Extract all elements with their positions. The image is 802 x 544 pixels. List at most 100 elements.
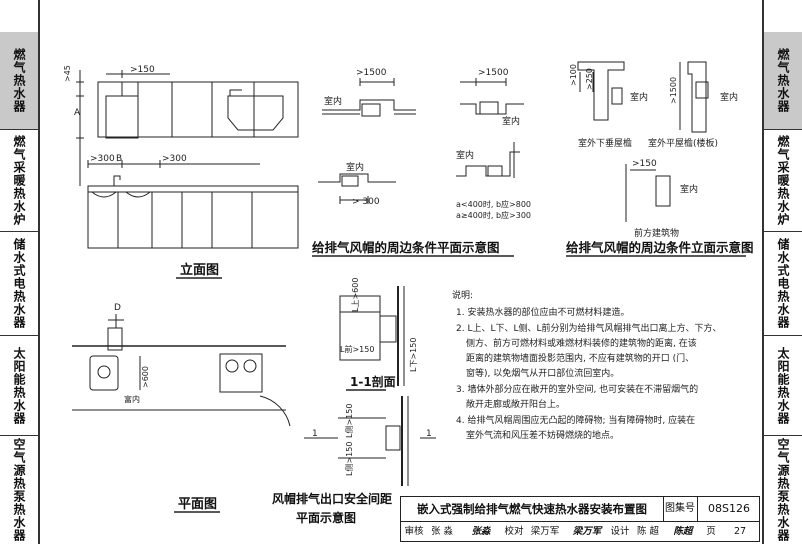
wall-outline-4: [456, 151, 520, 177]
elev-dim-100: >100: [569, 64, 578, 86]
elev-dim-left: >45: [63, 65, 72, 82]
atlas-label: 图集号: [663, 497, 698, 521]
left-tab-air-source-heat-pump-label: 空气源热泵热水器: [12, 438, 26, 542]
left-tab-gas-heating-boiler[interactable]: 燃气采暖热水炉: [0, 130, 38, 232]
left-tab-electric-storage-heater-label: 储水式电热水器: [12, 238, 26, 329]
left-tab-electric-storage-heater[interactable]: 储水式电热水器: [0, 232, 38, 336]
section-view: L上>600 L前>150 L下>150 1-1剖面: [339, 278, 418, 391]
note-line-4: 距离的建筑物墙面投影范围内, 不应有建筑物的开口 (门、: [466, 352, 694, 364]
eaves-wall: [577, 61, 625, 121]
elev-dim-250: >250: [585, 68, 594, 90]
elevation-caption: 立面图: [180, 262, 219, 278]
range-hood: [227, 95, 284, 131]
right-tab-gas-water-heater[interactable]: 燃气热水器: [764, 32, 802, 130]
right-tab-electric-storage-heater-label: 储水式电热水器: [776, 238, 790, 329]
section-caption: 1-1剖面: [350, 374, 396, 389]
notes-heading: 说明:: [452, 289, 473, 301]
elev-dim-top: >150: [130, 65, 155, 75]
reviewer-signature: 张淼: [471, 526, 491, 537]
left-tab-gas-water-heater[interactable]: 燃气热水器: [0, 32, 38, 130]
left-tab-solar-water-heater[interactable]: 太阳能热水器: [0, 336, 38, 436]
wall-outline-1: [322, 99, 416, 111]
safety-dim-lside-top: L侧>150: [344, 404, 354, 438]
right-tab-gas-heating-boiler-label: 燃气采暖热水炉: [776, 135, 790, 226]
plan-conditions-caption: 给排气风帽的周边条件平面示意图: [312, 240, 500, 255]
drawing-canvas: >45 >150 A >300 B >300 立面图 >1500 室内 >150…: [63, 61, 754, 525]
plan-dim-1500-b: >1500: [478, 68, 509, 78]
note-line-9: 室外气流和风压差不妨碍燃烧的地点。: [466, 429, 619, 441]
safety-mark-left: 1: [312, 429, 318, 439]
left-tab-gas-heating-boiler-label: 燃气采暖热水炉: [12, 135, 26, 226]
plan-label-room: 富内: [124, 394, 140, 404]
right-tab-solar-water-heater[interactable]: 太阳能热水器: [764, 336, 802, 436]
safety-mark-right: 1: [426, 429, 432, 439]
label-eaves: 室外下垂屋檐: [578, 137, 632, 149]
left-tab-gas-water-heater-label: 燃气热水器: [12, 48, 26, 113]
plan-room-d: 室内: [456, 149, 474, 161]
heater-plan: [107, 327, 123, 351]
page-label: 页: [706, 526, 716, 537]
safety-heater: [385, 425, 401, 451]
plan-note-a: a<400时, b应>800: [456, 199, 531, 209]
elev-room-c: 室内: [680, 183, 698, 195]
elev-dim-b-right: >300: [162, 154, 187, 164]
upper-cabinets: [97, 81, 299, 138]
elev-dim-b-left: >300: [90, 154, 115, 164]
designer-signature: 陈超: [673, 526, 693, 537]
atlas-number: 08S126: [708, 502, 750, 515]
design-label: 设计: [610, 526, 630, 537]
elev-room-b: 室内: [720, 91, 738, 103]
note-line-7: 敞开走廊或敞开阳台上。: [466, 398, 565, 410]
reviewer-name: 张 淼: [430, 526, 454, 537]
checker-signature: 梁万军: [572, 526, 602, 537]
right-tab-gas-water-heater-label: 燃气热水器: [776, 48, 790, 113]
drawing-title: 嵌入式强制给排气燃气快速热水器安装布置图: [401, 497, 664, 521]
review-label: 审核: [404, 526, 424, 537]
checker-name: 梁万军: [530, 526, 560, 537]
note-line-6: 3. 墙体外部分应在敞开的室外空间, 也可安装在不滞留烟气的: [456, 383, 698, 395]
label-slab: 室外平屋檐(楼板): [648, 137, 718, 149]
sink-plan: [89, 355, 119, 391]
plan-dim-300: > 300: [352, 197, 380, 207]
section-dim-ltop: L上>600: [351, 278, 360, 312]
elev-label-a: A: [74, 108, 81, 118]
notes-block: 说明: 1. 安装热水器的部位应由不可燃材料建造。 2. L上、L下、L侧、L前…: [452, 289, 722, 441]
front-building-heater: [655, 175, 671, 207]
countertop: [87, 185, 299, 193]
stove-plan: [219, 353, 263, 393]
elevation-conditions-view: >100 >250 室内 室外下垂屋檐 >1500 室内 室外平屋檐(楼板) >…: [566, 61, 754, 257]
plan-caption: 平面图: [178, 497, 217, 512]
left-tab-air-source-heat-pump[interactable]: 空气源热泵热水器: [0, 436, 38, 544]
note-line-5: 窗等), 以免烟气从开口部位流回室内。: [466, 367, 619, 379]
left-category-tabs: 燃气热水器 燃气采暖热水炉 储水式电热水器 太阳能热水器 空气源热泵热水器: [0, 0, 40, 544]
elev-room-a: 室内: [630, 91, 648, 103]
plan-dim-1500-a: >1500: [356, 68, 387, 78]
wall-outline-2: [460, 103, 524, 115]
section-heater: [379, 315, 397, 343]
title-block: 嵌入式强制给排气燃气快速热水器安装布置图 图集号 08S126 审核 张 淼 张…: [400, 496, 760, 542]
elev-dim-1500: >1500: [669, 77, 678, 104]
wall-outline-3: [318, 173, 396, 183]
right-tab-air-source-heat-pump[interactable]: 空气源热泵热水器: [764, 436, 802, 544]
left-tab-solar-water-heater-label: 太阳能热水器: [12, 346, 26, 425]
plan-label-d: D: [114, 303, 121, 313]
slab-wall: [687, 61, 707, 133]
elevation-conditions-caption: 给排气风帽的周边条件立面示意图: [566, 240, 754, 255]
right-tab-gas-heating-boiler[interactable]: 燃气采暖热水炉: [764, 130, 802, 232]
right-tab-air-source-heat-pump-label: 空气源热泵热水器: [776, 438, 790, 542]
right-tab-electric-storage-heater[interactable]: 储水式电热水器: [764, 232, 802, 336]
elev-label-b: B: [116, 154, 122, 164]
section-dim-lfront: L前>150: [340, 344, 374, 354]
safety-spacing-view: L侧>150 L侧>150 1 1 风帽排气出口安全间距 平面示意图: [272, 396, 436, 525]
note-line-8: 4. 给排气风帽周围应无凸起的障碍物; 当有障碍物时, 应装在: [456, 414, 695, 426]
plan-note-b: a≥400时, b应>300: [456, 210, 531, 220]
plan-view: D >600 富内 平面图: [72, 303, 291, 513]
elevation-view: >45 >150 A >300 B >300 立面图: [63, 65, 299, 279]
note-line-3: 侧方、前方可燃材料或难燃材料装修的建筑物的距离, 在该: [466, 337, 697, 349]
base-cabinets: [87, 191, 299, 249]
elev-dim-150: >150: [632, 159, 657, 169]
check-label: 校对: [504, 526, 524, 537]
plan-dim-600: >600: [141, 366, 150, 388]
right-tab-solar-water-heater-label: 太阳能热水器: [776, 346, 790, 425]
section-dim-lbottom: L下>150: [409, 338, 418, 372]
